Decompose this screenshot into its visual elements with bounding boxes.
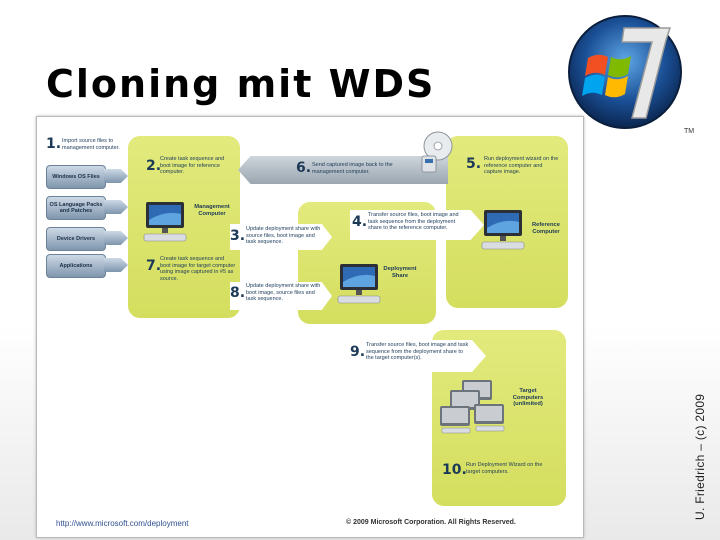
step-6-number: 6.	[296, 160, 312, 176]
source-arrow	[104, 169, 128, 183]
step-9-number: 9.	[350, 344, 366, 360]
deployment-share-icon	[337, 264, 381, 304]
management-computer-icon	[143, 202, 187, 242]
step-9-arrow	[346, 340, 486, 372]
source-language-packs: OS Language Packs and Patches	[46, 196, 106, 220]
step-8-text: Update deployment share with boot image,…	[246, 283, 321, 303]
source-arrow	[104, 200, 128, 214]
source-applications: Applications	[46, 254, 106, 278]
step-1-number: 1.	[46, 136, 62, 152]
source-arrow	[104, 258, 128, 272]
step-7-text: Create task sequence and boot image for …	[160, 256, 236, 282]
step-1-text: Import source files to management comput…	[62, 138, 120, 151]
management-computer-label: Management Computer	[194, 204, 230, 217]
step-3-text: Update deployment share with source file…	[246, 226, 321, 246]
step-3-number: 3.	[230, 228, 246, 244]
step-4-text: Transfer source files, boot image and ta…	[368, 212, 459, 232]
step-5-text: Run deployment wizard on the reference c…	[484, 156, 559, 176]
step-8-number: 8.	[230, 285, 246, 301]
target-computers-label: Target Computers (unlimited)	[512, 388, 544, 408]
step-4-arrow	[350, 210, 484, 240]
source-arrow	[104, 231, 128, 245]
side-credit: U. Friedrich – (c) 2009	[693, 393, 707, 520]
trademark-label: TM	[684, 128, 695, 135]
step-2-number: 2.	[146, 158, 162, 174]
microsoft-deployment-link[interactable]: http://www.microsoft.com/deployment	[56, 519, 189, 528]
step-10-number: 10.	[442, 462, 467, 478]
source-windows-os-files: Windows OS Files	[46, 165, 106, 189]
step-6-arrow	[238, 156, 448, 184]
source-device-drivers: Device Drivers	[46, 227, 106, 251]
reference-computer-label: Reference Computer	[531, 222, 561, 235]
deployment-share-label: Deployment Share	[383, 266, 417, 279]
reference-computer-icon	[481, 210, 525, 250]
step-3-arrow	[230, 224, 332, 250]
step-2-text: Create task sequence and boot image for …	[160, 156, 225, 176]
windows-7-logo	[568, 15, 682, 129]
step-7-number: 7.	[146, 258, 162, 274]
step-9-text: Transfer source files, boot image and ta…	[366, 342, 469, 362]
step-8-arrow	[230, 282, 332, 310]
step-4-number: 4.	[352, 214, 368, 230]
target-computers-icon	[440, 380, 505, 434]
step-10-text: Run Deployment Wizard on the target comp…	[466, 462, 543, 475]
copyright-notice: © 2009 Microsoft Corporation. All Rights…	[346, 519, 516, 526]
step-6-text: Send captured image back to the manageme…	[312, 162, 393, 175]
cd-image-icon	[421, 131, 453, 173]
step-5-number: 5.	[466, 156, 482, 172]
slide-title: Cloning mit WDS	[46, 62, 436, 106]
